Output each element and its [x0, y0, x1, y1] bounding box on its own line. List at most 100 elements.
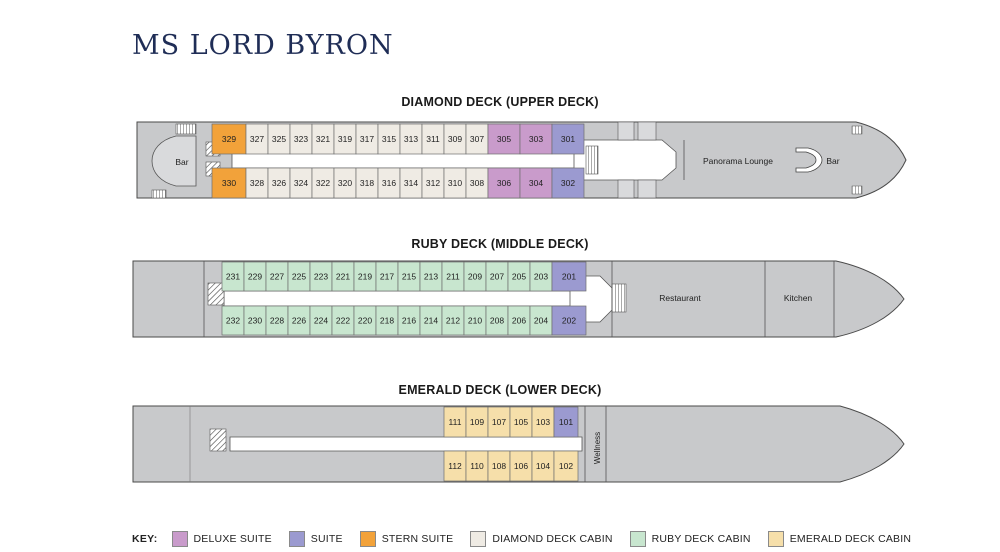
legend: KEY: DELUXE SUITE SUITE STERN SUITE DIAM… — [132, 530, 928, 548]
legend-item-stern-suite: STERN SUITE — [359, 531, 454, 547]
cabin-number-315: 315 — [382, 134, 396, 144]
forward-bar-counter — [795, 147, 823, 173]
cabin-number-212: 212 — [446, 316, 460, 326]
cabin-number-101: 101 — [559, 417, 573, 427]
cabin-number-202: 202 — [562, 316, 576, 326]
cabin-number-232: 232 — [226, 316, 240, 326]
cabin-number-219: 219 — [358, 272, 372, 282]
cabin-number-108: 108 — [492, 461, 506, 471]
cabin-number-220: 220 — [358, 316, 372, 326]
emerald-aft-stairs — [209, 428, 227, 452]
cabin-number-204: 204 — [534, 316, 548, 326]
cabin-number-304: 304 — [529, 178, 543, 188]
cabin-number-327: 327 — [250, 134, 264, 144]
cabin-number-303: 303 — [529, 134, 543, 144]
cabin-number-215: 215 — [402, 272, 416, 282]
legend-swatch-ruby-cabin — [629, 531, 646, 547]
cabin-number-221: 221 — [336, 272, 350, 282]
cabin-number-211: 211 — [446, 272, 460, 282]
cabin-number-203: 203 — [534, 272, 548, 282]
cabin-101 — [553, 406, 579, 438]
emerald-deck-title: EMERALD DECK (LOWER DECK) — [398, 383, 602, 397]
cabin-number-302: 302 — [561, 178, 575, 188]
cabin-number-216: 216 — [402, 316, 416, 326]
cabin-number-224: 224 — [314, 316, 328, 326]
cabin-number-313: 313 — [404, 134, 418, 144]
cabin-number-308: 308 — [470, 178, 484, 188]
cabin-number-229: 229 — [248, 272, 262, 282]
cabin-number-309: 309 — [448, 134, 462, 144]
cabin-number-225: 225 — [292, 272, 306, 282]
legend-swatch-stern-suite — [359, 531, 376, 547]
legend-label-stern-suite: STERN SUITE — [381, 533, 454, 545]
ruby-aft-stairs — [207, 282, 225, 306]
cabin-number-102: 102 — [559, 461, 573, 471]
cabin-number-311: 311 — [426, 134, 440, 144]
panorama-lounge-label: Panorama Lounge — [703, 156, 773, 166]
legend-swatch-emerald-cabin — [767, 531, 784, 547]
cabin-number-330: 330 — [222, 178, 236, 188]
legend-label-emerald-cabin: EMERALD DECK CABIN — [789, 533, 912, 545]
ruby-corridor — [223, 290, 589, 307]
cabin-305 — [487, 123, 521, 155]
cabin-number-320: 320 — [338, 178, 352, 188]
legend-item-deluxe-suite: DELUXE SUITE — [171, 531, 272, 547]
legend-title: KEY: — [132, 533, 158, 545]
cabin-number-218: 218 — [380, 316, 394, 326]
cabin-number-324: 324 — [294, 178, 308, 188]
bow-stairs-bottom — [851, 185, 863, 195]
cabin-number-305: 305 — [497, 134, 511, 144]
stern-bar-label: Bar — [175, 157, 188, 167]
legend-label-suite: SUITE — [310, 533, 343, 545]
cabin-202 — [551, 305, 587, 336]
legend-swatch-suite — [288, 531, 305, 547]
cabin-number-319: 319 — [338, 134, 352, 144]
cabin-number-112: 112 — [448, 461, 462, 471]
cabin-301 — [551, 123, 585, 155]
cabin-number-310: 310 — [448, 178, 462, 188]
cabin-number-106: 106 — [514, 461, 528, 471]
cabin-number-208: 208 — [490, 316, 504, 326]
cabin-number-301: 301 — [561, 134, 575, 144]
cabin-number-329: 329 — [222, 134, 236, 144]
legend-label-ruby-cabin: RUBY DECK CABIN — [651, 533, 751, 545]
cabin-304 — [519, 167, 553, 199]
cabin-number-201: 201 — [562, 272, 576, 282]
ruby-deck-title: RUBY DECK (MIDDLE DECK) — [411, 237, 589, 251]
cabin-number-322: 322 — [316, 178, 330, 188]
forward-room-upper-2 — [637, 121, 657, 141]
cabin-number-318: 318 — [360, 178, 374, 188]
cabin-number-107: 107 — [492, 417, 506, 427]
stern-stairs-bottom — [151, 189, 167, 199]
cabin-number-314: 314 — [404, 178, 418, 188]
legend-item-suite: SUITE — [288, 531, 343, 547]
cabin-number-205: 205 — [512, 272, 526, 282]
stern-stairs-top — [175, 123, 197, 135]
cabin-number-321: 321 — [316, 134, 330, 144]
ruby-forward-stairs — [611, 283, 627, 313]
cabin-number-323: 323 — [294, 134, 308, 144]
cabin-number-214: 214 — [424, 316, 438, 326]
cabin-number-111: 111 — [449, 417, 462, 427]
cabin-number-326: 326 — [272, 178, 286, 188]
cabin-329 — [211, 123, 247, 155]
cabin-number-206: 206 — [512, 316, 526, 326]
restaurant-label: Restaurant — [659, 293, 701, 303]
cabin-number-223: 223 — [314, 272, 328, 282]
diamond-deck-title: DIAMOND DECK (UPPER DECK) — [401, 95, 599, 109]
stern-bar-room — [151, 135, 197, 187]
cabin-number-230: 230 — [248, 316, 262, 326]
cabin-number-217: 217 — [380, 272, 394, 282]
legend-label-diamond-cabin: DIAMOND DECK CABIN — [492, 533, 613, 545]
cabin-number-109: 109 — [470, 417, 484, 427]
cabin-number-209: 209 — [468, 272, 482, 282]
cabin-number-228: 228 — [270, 316, 284, 326]
cabin-306 — [487, 167, 521, 199]
cabin-number-210: 210 — [468, 316, 482, 326]
cabin-number-222: 222 — [336, 316, 350, 326]
diamond-corridor — [231, 151, 601, 169]
cabin-201 — [551, 261, 587, 292]
